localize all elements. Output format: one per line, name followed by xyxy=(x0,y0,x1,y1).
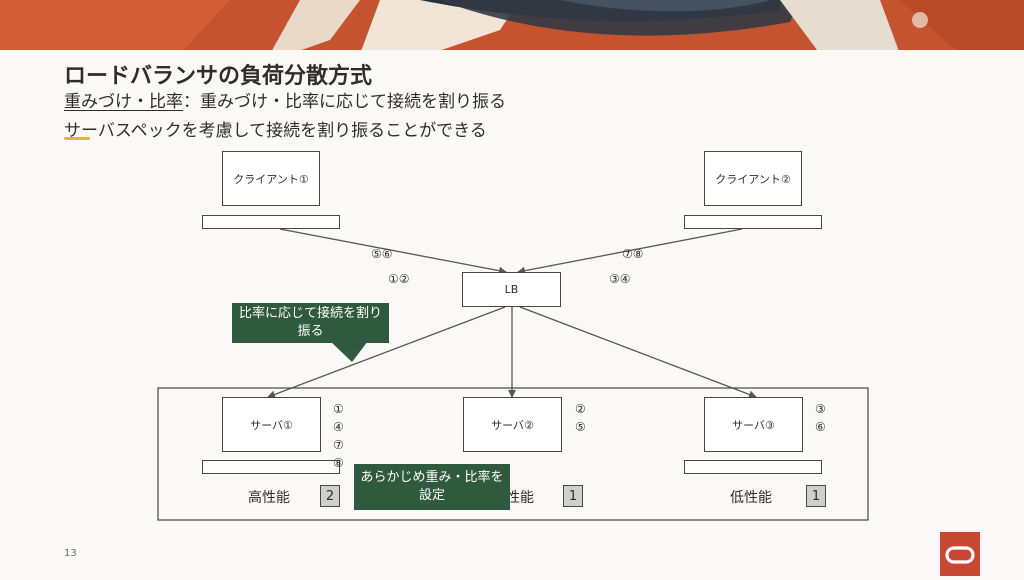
description-line-2: サーバスペックを考慮して接続を割り振ることができる xyxy=(64,121,487,141)
server-2-box: サーバ② xyxy=(463,397,562,452)
oracle-logo-icon xyxy=(940,532,980,576)
page-number: 13 xyxy=(64,548,77,559)
arrow-client1-lb xyxy=(279,228,507,275)
client-2-order-top: ⑦⑧ xyxy=(622,247,644,261)
server-3-weight: 1 xyxy=(806,485,826,507)
server-3-order-1: ③ xyxy=(815,402,826,416)
server-3-box: サーバ③ xyxy=(704,397,803,452)
client-1-order-top: ⑤⑥ xyxy=(371,247,393,261)
server-3-performance: 低性能 xyxy=(730,490,772,506)
arrow-lb-server3 xyxy=(519,306,757,399)
server-1-order-3: ⑦ xyxy=(333,438,344,452)
client-2-order-bottom: ③④ xyxy=(609,272,631,286)
server-3-order-2: ⑥ xyxy=(815,420,826,434)
client-2-keyboard xyxy=(684,215,822,229)
page-title: ロードバランサの負荷分散方式 xyxy=(64,64,373,89)
method-term: 重みづけ・比率 xyxy=(64,92,183,112)
decorative-banner xyxy=(0,0,1024,54)
server-1-order-4: ⑧ xyxy=(333,456,344,470)
server-3-keyboard xyxy=(684,460,822,474)
server-2-performance: 性能 xyxy=(506,490,534,506)
server-1-order-2: ④ xyxy=(333,420,344,434)
client-2-box: クライアント② xyxy=(704,151,802,206)
load-balancer-box: LB xyxy=(462,272,561,307)
server-1-box: サーバ① xyxy=(222,397,321,452)
server-2-order-1: ② xyxy=(575,402,586,416)
preset-callout: あらかじめ重み・比率を設定 xyxy=(354,464,510,510)
accent-underline xyxy=(64,137,90,140)
server-1-order-1: ① xyxy=(333,402,344,416)
client-1-keyboard xyxy=(202,215,340,229)
method-description: ：重みづけ・比率に応じて接続を割り振る xyxy=(183,92,506,112)
description-line-1: 重みづけ・比率：重みづけ・比率に応じて接続を割り振る xyxy=(64,87,506,112)
server-1-performance: 高性能 xyxy=(248,490,290,506)
client-1-order-bottom: ①② xyxy=(388,272,410,286)
server-2-order-2: ⑤ xyxy=(575,420,586,434)
ratio-callout: 比率に応じて接続を割り振る xyxy=(232,303,389,343)
client-1-box: クライアント① xyxy=(222,151,320,206)
server-2-weight: 1 xyxy=(563,485,583,507)
server-1-weight: 2 xyxy=(320,485,340,507)
server-1-keyboard xyxy=(202,460,340,474)
